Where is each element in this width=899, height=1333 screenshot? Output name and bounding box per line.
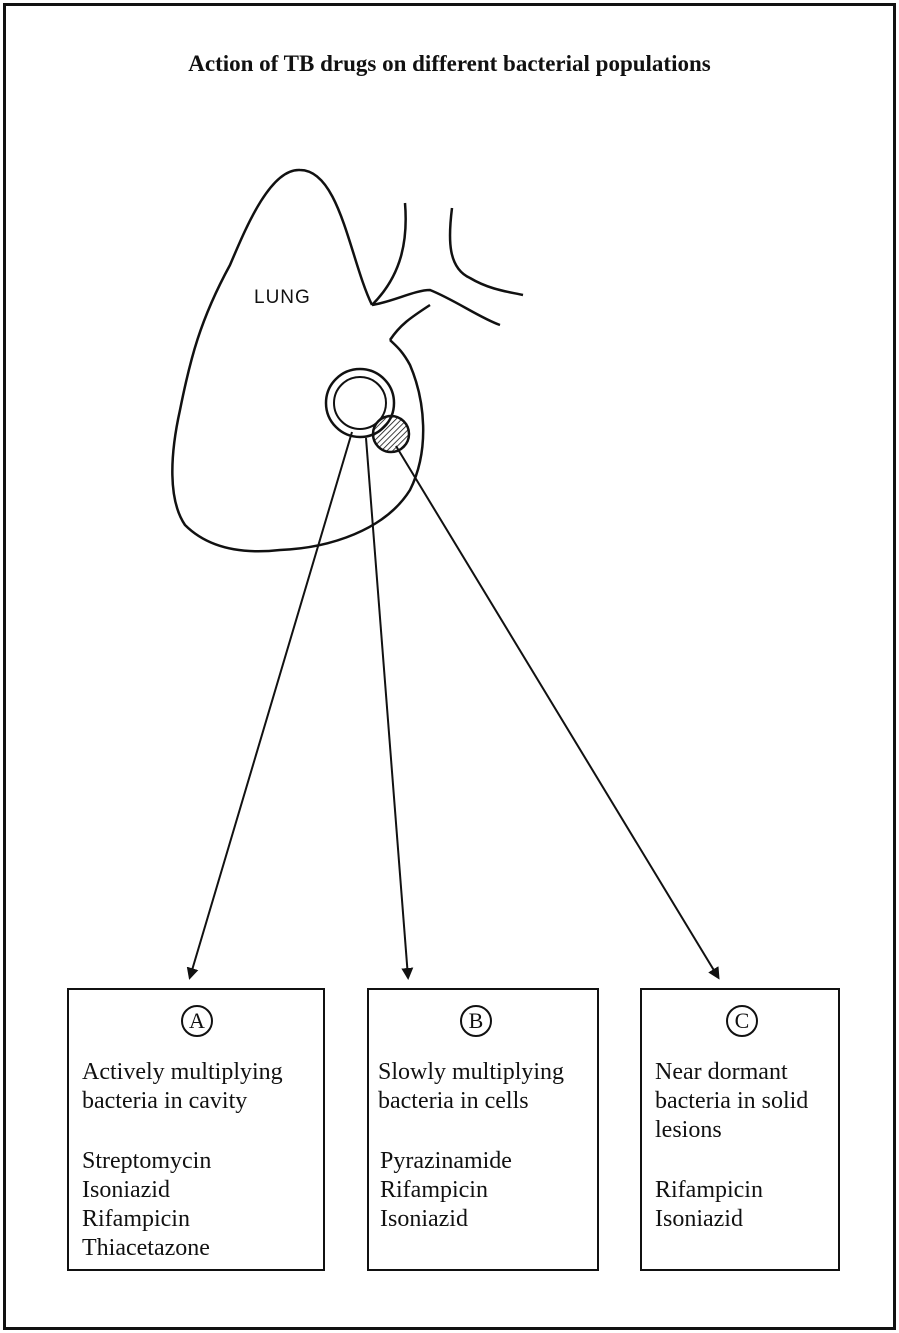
box-a-description: Actively multiplying bacteria in cavity bbox=[82, 1059, 283, 1114]
drug-item: Streptomycin bbox=[82, 1148, 212, 1174]
drug-item: Isoniazid bbox=[655, 1206, 743, 1232]
drug-item: Thiacetazone bbox=[82, 1235, 210, 1261]
arrow-to-b bbox=[365, 437, 414, 980]
drug-item: Rifampicin bbox=[82, 1206, 190, 1232]
drug-item: Isoniazid bbox=[380, 1206, 468, 1232]
solid-lesion bbox=[371, 414, 411, 454]
drug-item: Rifampicin bbox=[655, 1177, 763, 1203]
box-a-drugs: Streptomycin Isoniazid Rifampicin Thiace… bbox=[82, 1147, 319, 1263]
lung-outline bbox=[171, 168, 425, 553]
drug-item: Pyrazinamide bbox=[380, 1148, 512, 1174]
box-c-description: Near dormant bacteria in solid lesions bbox=[655, 1059, 809, 1143]
box-b-description: Slowly multiplying bacteria in cells bbox=[378, 1059, 565, 1114]
cavity-inner bbox=[333, 376, 387, 430]
badge-c: C bbox=[726, 1005, 758, 1037]
box-b-drugs: Pyrazinamide Rifampicin Isoniazid bbox=[380, 1147, 593, 1234]
drug-item: Rifampicin bbox=[380, 1177, 488, 1203]
cavity-outer bbox=[324, 367, 396, 439]
arrow-to-c bbox=[395, 445, 720, 980]
box-c-drugs: Rifampicin Isoniazid bbox=[655, 1176, 834, 1234]
arrow-to-a bbox=[186, 431, 353, 980]
bronchus-right bbox=[371, 288, 501, 327]
box-a: A Actively multiplying bacteria in cavit… bbox=[67, 988, 325, 1271]
trachea-right bbox=[448, 207, 524, 297]
figure-title: Action of TB drugs on different bacteria… bbox=[188, 51, 711, 76]
badge-b: B bbox=[460, 1005, 492, 1037]
drug-item: Isoniazid bbox=[82, 1177, 170, 1203]
box-b: B Slowly multiplying bacteria in cells P… bbox=[367, 988, 599, 1271]
badge-a: A bbox=[181, 1005, 213, 1037]
bronchus-lower bbox=[388, 303, 431, 341]
trachea-left bbox=[371, 202, 407, 306]
box-c: C Near dormant bacteria in solid lesions… bbox=[640, 988, 840, 1271]
lung-label: LUNG bbox=[254, 287, 311, 308]
